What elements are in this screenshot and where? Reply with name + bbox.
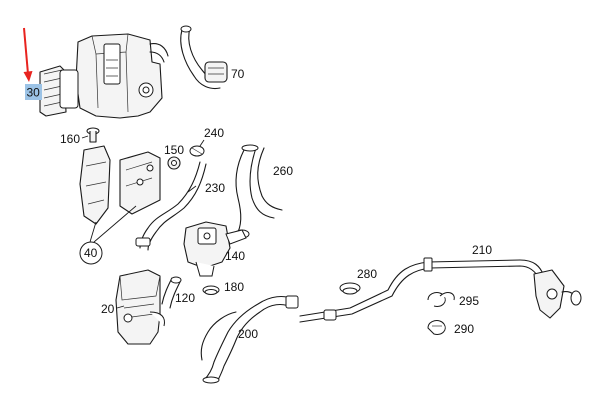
- bracket-set-40[interactable]: [79, 145, 161, 225]
- valve-140[interactable]: [183, 221, 247, 277]
- label-295: 295: [459, 294, 479, 308]
- heater-assembly-30[interactable]: [39, 33, 169, 119]
- label-40: 40: [84, 246, 98, 260]
- clip-290[interactable]: [427, 320, 446, 335]
- label-240: 240: [204, 126, 224, 140]
- red-arrow: [23, 27, 33, 82]
- screw-160[interactable]: [86, 127, 100, 143]
- label-20: 20: [101, 302, 115, 316]
- label-70: 70: [231, 67, 245, 81]
- label-210: 210: [472, 243, 492, 257]
- label-120: 120: [175, 291, 195, 305]
- clip-295[interactable]: [427, 292, 455, 307]
- label-260: 260: [273, 164, 293, 178]
- clamp-180[interactable]: [202, 285, 220, 295]
- hose-260[interactable]: [234, 144, 283, 239]
- label-280: 280: [357, 267, 377, 281]
- hose-230[interactable]: [135, 161, 207, 251]
- label-140: 140: [225, 249, 245, 263]
- label-230: 230: [205, 181, 225, 195]
- highlight-label-30[interactable]: 30: [25, 84, 42, 100]
- label-180: 180: [224, 280, 244, 294]
- pipe-210[interactable]: [299, 257, 582, 323]
- label-290: 290: [454, 322, 474, 336]
- label-160: 160: [60, 132, 80, 146]
- label-150: 150: [164, 143, 184, 157]
- label-30: 30: [27, 86, 41, 100]
- hose-120[interactable]: [161, 276, 182, 309]
- clamp-240[interactable]: [189, 145, 205, 157]
- hose-70[interactable]: [180, 25, 228, 90]
- hose-200[interactable]: [200, 295, 299, 384]
- label-200: 200: [238, 327, 258, 341]
- label-40-circle: [79, 241, 103, 265]
- unit-20[interactable]: [115, 269, 165, 345]
- nut-150[interactable]: [167, 156, 181, 170]
- clamp-280[interactable]: [339, 282, 361, 295]
